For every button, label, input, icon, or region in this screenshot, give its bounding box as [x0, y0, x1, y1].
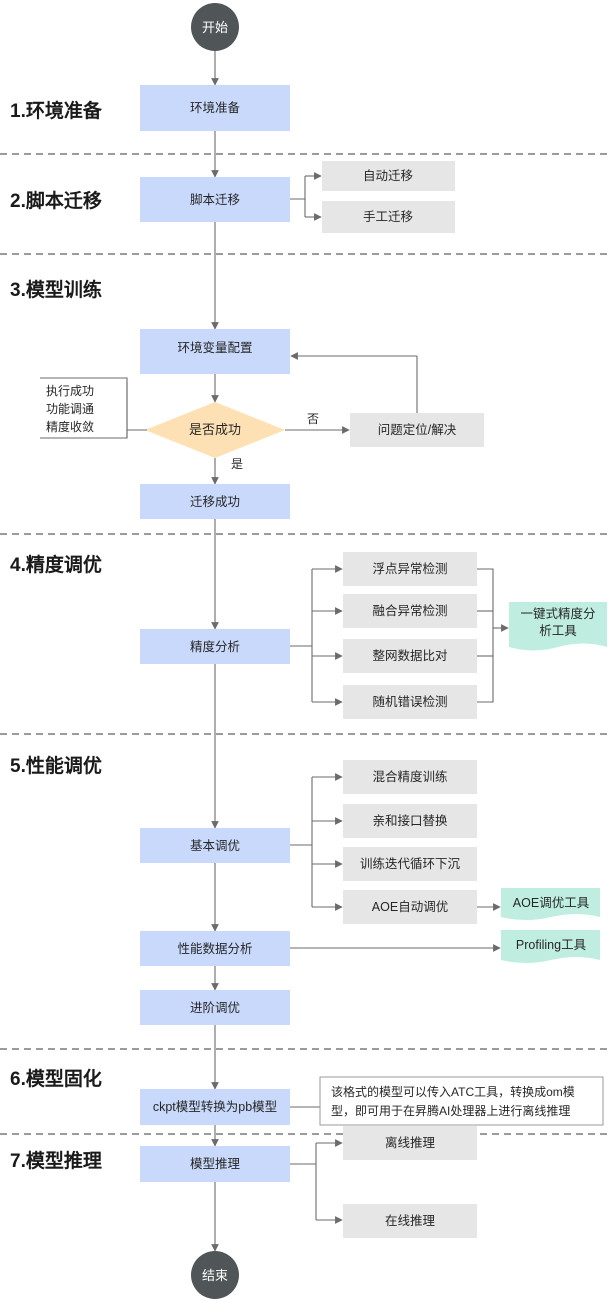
precision-tool-label-1: 一键式精度分: [520, 606, 595, 621]
model-inference-box: [140, 1146, 290, 1182]
success-criteria-1: 执行成功: [46, 384, 94, 398]
aoe-auto-box: [343, 890, 477, 924]
advanced-tuning-box: [140, 990, 290, 1025]
env-var-config-box: [140, 329, 290, 374]
migration-success-label: 迁移成功: [190, 495, 240, 509]
fusion-anomaly-label: 融合异常检测: [372, 603, 447, 618]
offline-inference-box: [343, 1126, 477, 1160]
section-title-train: 3.模型训练: [10, 278, 102, 301]
precision-analysis-box: [140, 629, 290, 664]
ckpt-note-line-1: 该格式的模型可以传入ATC工具，转换成om模: [331, 1084, 575, 1099]
manual-migration-box: [322, 201, 455, 233]
is-success-decision: [145, 402, 285, 458]
edge-label-yes: 是: [231, 457, 243, 471]
model-inference-label: 模型推理: [190, 1157, 241, 1171]
end-label: 结束: [202, 1268, 228, 1283]
is-success-label: 是否成功: [189, 422, 241, 437]
fusion-anomaly-box: [343, 594, 477, 628]
ckpt-note-line-2: 型，即可用于在昇腾AI处理器上进行离线推理: [331, 1103, 570, 1118]
auto-migration-box: [322, 161, 455, 191]
precision-analysis-label: 精度分析: [190, 639, 240, 654]
perf-analysis-label: 性能数据分析: [177, 941, 252, 956]
start-node: [191, 3, 239, 51]
script-migration-box: [140, 177, 290, 222]
problem-locate-label: 问题定位/解决: [378, 422, 457, 437]
precision-tool-label-2: 析工具: [539, 624, 577, 638]
section-title-performance: 5.性能调优: [10, 754, 102, 777]
edge-label-no: 否: [307, 412, 319, 426]
section-title-solidify: 6.模型固化: [10, 1067, 102, 1090]
loop-sink-box: [343, 847, 477, 881]
aoe-auto-label: AOE自动调优: [372, 900, 448, 914]
advanced-tuning-label: 进阶调优: [190, 1001, 240, 1015]
float-anomaly-box: [343, 552, 477, 586]
online-inference-label: 在线推理: [385, 1214, 436, 1228]
offline-inference-label: 离线推理: [385, 1135, 436, 1150]
migration-success-box: [140, 484, 290, 519]
basic-tuning-box: [140, 828, 290, 863]
affinity-api-label: 亲和接口替换: [372, 813, 448, 828]
env-var-config-label: 环境变量配置: [177, 340, 252, 355]
mixed-precision-label: 混合精度训练: [372, 769, 448, 784]
aoe-tool-doc: [501, 888, 600, 920]
env-prep-label: 环境准备: [190, 100, 241, 115]
affinity-api-box: [343, 804, 477, 838]
online-inference-box: [343, 1204, 477, 1238]
profiling-tool-label: Profiling工具: [516, 938, 587, 952]
auto-migration-label: 自动迁移: [363, 169, 413, 183]
profiling-tool-doc: [501, 930, 600, 963]
perf-analysis-box: [140, 931, 290, 966]
loop-sink-label: 训练迭代循环下沉: [360, 856, 461, 871]
success-criteria-3: 精度收敛: [46, 419, 94, 434]
ckpt-convert-label: ckpt模型转换为pb模型: [153, 1099, 277, 1114]
ckpt-note-box: [319, 1076, 604, 1126]
problem-locate-box: [350, 413, 484, 447]
start-label: 开始: [202, 20, 228, 35]
basic-tuning-label: 基本调优: [190, 839, 240, 853]
end-node: [191, 1251, 239, 1299]
section-title-precision: 4.精度调优: [10, 553, 102, 576]
ckpt-convert-box: [140, 1089, 290, 1125]
manual-migration-label: 手工迁移: [363, 210, 413, 224]
random-error-box: [343, 685, 477, 719]
precision-tool-doc: [509, 602, 607, 651]
network-compare-box: [343, 639, 477, 673]
success-criteria-2: 功能调通: [46, 402, 94, 416]
script-migration-label: 脚本迁移: [190, 192, 240, 207]
env-prep-box: [140, 85, 290, 131]
network-compare-label: 整网数据比对: [372, 648, 447, 663]
section-title-env: 1.环境准备: [10, 99, 103, 122]
float-anomaly-label: 浮点异常检测: [372, 561, 447, 576]
section-title-inference: 7.模型推理: [10, 1149, 102, 1172]
aoe-tool-label: AOE调优工具: [513, 896, 590, 910]
random-error-label: 随机错误检测: [372, 694, 447, 709]
mixed-precision-box: [343, 760, 477, 794]
section-title-script: 2.脚本迁移: [10, 189, 102, 212]
